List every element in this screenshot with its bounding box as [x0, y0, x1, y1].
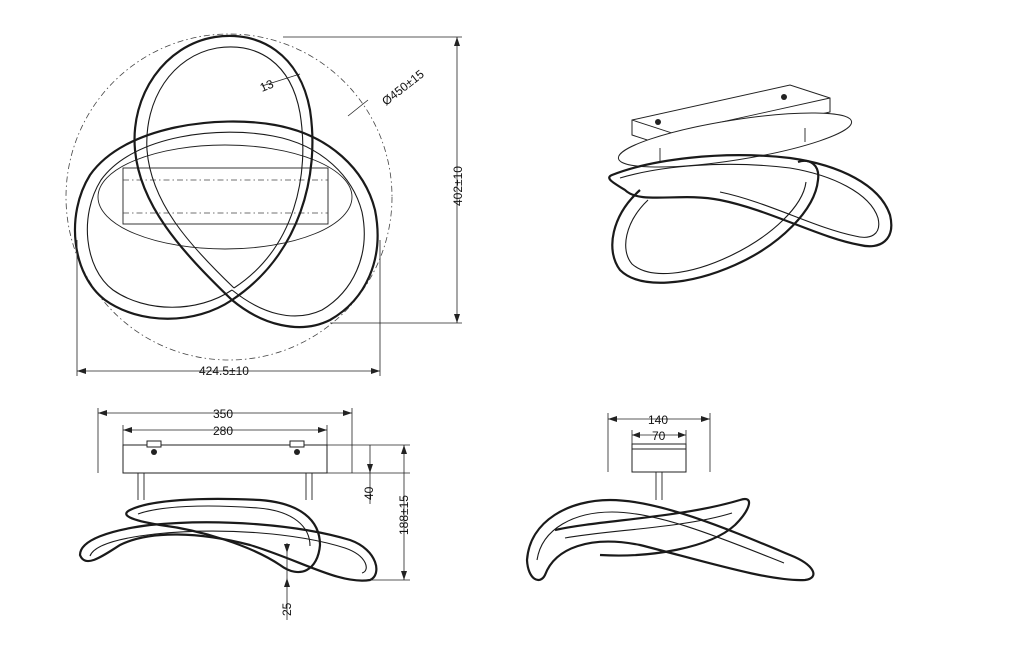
envelope-circle: [65, 33, 393, 361]
height-label: 402±10: [451, 166, 465, 206]
front-ring-b: [125, 497, 322, 574]
isometric-view: [608, 84, 893, 284]
diameter-leader: [347, 99, 369, 117]
side-ring-b: [554, 497, 751, 557]
base-plate-outline: [97, 144, 353, 250]
plate-length-label: 350: [213, 407, 233, 421]
front-ceiling-plate: [122, 444, 328, 474]
width-label: 424.5±10: [199, 364, 249, 378]
plate-depth-label: 140: [648, 413, 668, 427]
iso-screw-right: [781, 94, 787, 100]
screw-distance-label: 280: [213, 424, 233, 438]
ring-thickness-label: 25: [280, 602, 294, 616]
ring-width-leader: [261, 73, 301, 87]
plate-inner-label: 70: [652, 429, 666, 443]
diameter-label: Ø450±15: [379, 67, 427, 109]
iso-ring-lower: [611, 159, 820, 284]
ring-loop-lower: [73, 120, 379, 329]
iso-base-disc: [617, 112, 853, 168]
front-view: 350 280 40 188±15 25: [78, 407, 411, 620]
iso-ring-outer: [608, 154, 893, 248]
iso-screw-left: [655, 119, 661, 125]
ring-width-label: 13: [258, 77, 276, 95]
side-ring-a: [525, 498, 815, 582]
front-screw-left: [146, 440, 162, 448]
front-screw-right: [289, 440, 305, 448]
ring-loop-upper: [133, 34, 314, 301]
top-view: 13 Ø450±15 402±10 424.5±10: [65, 33, 465, 378]
side-view: 140 70: [525, 413, 815, 582]
mount-bracket-outline: [122, 167, 329, 225]
side-ceiling-plate: [631, 443, 687, 473]
total-height-label: 188±15: [397, 495, 411, 535]
rod-length-label: 40: [362, 486, 376, 500]
